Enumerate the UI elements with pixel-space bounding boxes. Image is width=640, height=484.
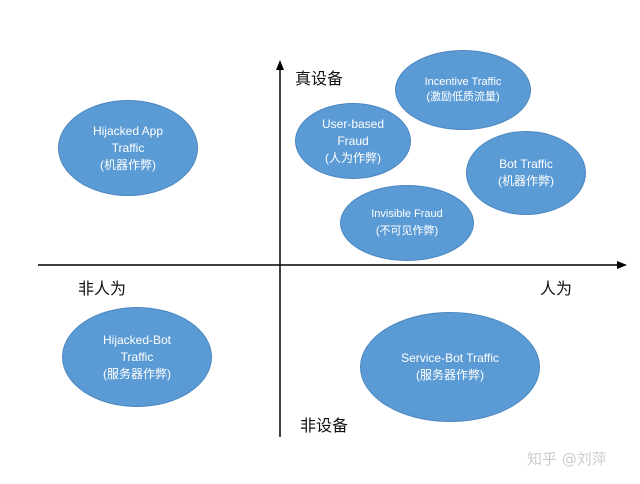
node-text: Bot Traffic [499,157,553,171]
node-bot-traffic: Bot Traffic (机器作弊) [466,131,586,215]
axis-label-left: 非人为 [78,279,127,298]
axis-label-top: 真设备 [295,69,344,88]
node-hijacked-app: Hijacked App Traffic (机器作弊) [58,100,198,196]
node-text: Traffic [111,140,145,155]
node-invisible-fraud: Invisible Fraud (不可见作弊) [340,185,474,261]
node-text: (机器作弊) [100,157,156,172]
right-arrow-icon [617,261,627,269]
node-text: User-based [321,116,385,131]
node-text: Fraud [337,133,369,148]
node-text: Hijacked App [92,123,164,138]
node-text: (机器作弊) [498,174,554,188]
node-text: Incentive Traffic [424,76,502,88]
node-text: (人为作弊) [325,150,381,165]
node-service-bot: Service-Bot Traffic (服务器作弊) [360,312,540,422]
node-text: Invisible Fraud [371,208,443,220]
node-hijacked-bot: Hijacked-Bot Traffic (服务器作弊) [62,307,212,407]
node-text: (激励低质流量) [426,91,500,103]
up-arrow-icon [276,60,284,70]
node-incentive: Incentive Traffic (激励低质流量) [395,50,531,130]
axis-label-right: 人为 [540,279,573,298]
node-text: Hijacked-Bot [102,332,172,347]
node-text: (服务器作弊) [103,366,171,381]
node-text: Traffic [120,349,154,364]
axis-label-bottom: 非设备 [300,416,349,435]
node-text: (不可见作弊) [375,225,439,237]
node-text: (服务器作弊) [416,368,484,382]
node-user-based: User-based Fraud (人为作弊) [295,103,411,179]
node-text: Service-Bot Traffic [401,351,499,365]
watermark: 知乎 @刘萍 [527,450,607,468]
